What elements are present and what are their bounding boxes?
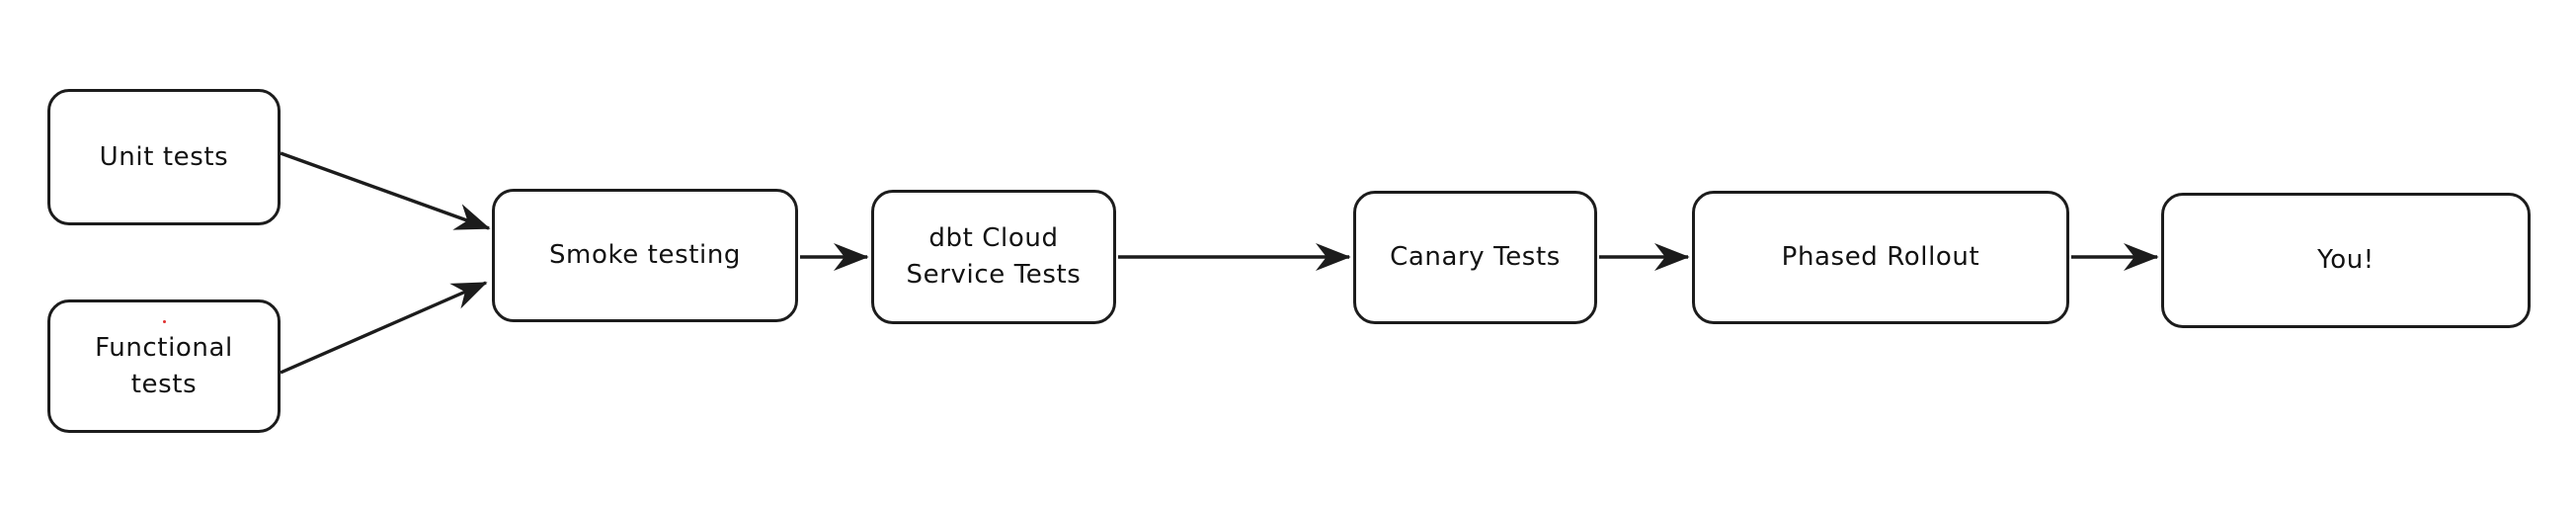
edge-unit-to-smoke	[280, 151, 491, 230]
node-canary-tests-label: Canary Tests	[1390, 242, 1561, 273]
node-functional-tests[interactable]: Functional tests	[47, 299, 281, 433]
node-you-label: You!	[2317, 245, 2375, 276]
node-phased-rollout[interactable]: Phased Rollout	[1692, 191, 2069, 324]
node-functional-tests-label: Functional tests	[95, 332, 233, 399]
node-unit-tests[interactable]: Unit tests	[47, 89, 281, 225]
node-dbt-cloud-service-tests-label: dbt Cloud Service Tests	[906, 223, 1082, 290]
node-canary-tests[interactable]: Canary Tests	[1353, 191, 1597, 324]
edge-functional-to-smoke	[280, 281, 488, 375]
node-smoke-testing-label: Smoke testing	[548, 240, 742, 271]
node-phased-rollout-label: Phased Rollout	[1781, 242, 1980, 273]
node-unit-tests-label: Unit tests	[99, 141, 229, 172]
node-smoke-testing[interactable]: Smoke testing	[492, 189, 798, 322]
node-dbt-cloud-service-tests[interactable]: dbt Cloud Service Tests	[871, 190, 1116, 324]
node-you[interactable]: You!	[2161, 193, 2531, 328]
stray-red-dot	[163, 320, 166, 323]
